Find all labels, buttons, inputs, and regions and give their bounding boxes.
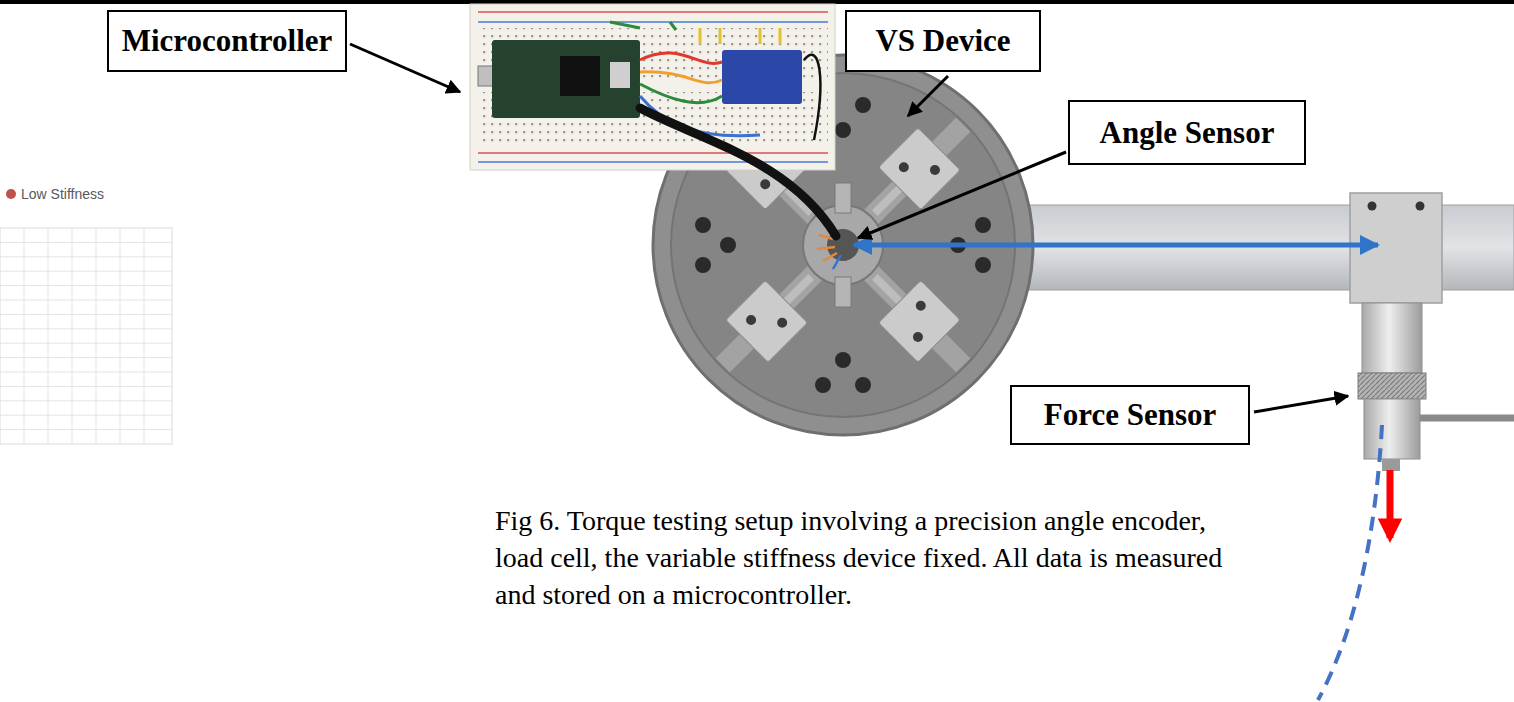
screw: [758, 177, 772, 191]
figure-caption: Fig 6. Torque testing setup involving a …: [495, 502, 1225, 613]
callout-box: Force Sensor: [1010, 385, 1250, 445]
legend-entry: Low Stiffness: [6, 186, 104, 202]
screw: [1416, 202, 1425, 211]
load-cell-knurl: [1358, 373, 1426, 399]
block: [726, 280, 808, 362]
screw: [720, 237, 736, 253]
callout-box: Microcontroller: [107, 10, 347, 72]
screw: [835, 352, 851, 368]
hub-tab: [835, 183, 851, 213]
sensor-cable: [1420, 415, 1514, 422]
screw: [744, 313, 758, 327]
threaded-rod: [1382, 459, 1400, 471]
screw: [928, 163, 942, 177]
screw: [914, 299, 928, 313]
screw: [975, 217, 991, 233]
screw: [1368, 202, 1377, 211]
jumper-wire: [640, 53, 722, 63]
leader-arrow: [858, 152, 1066, 238]
callout-box: VS Device: [845, 10, 1041, 72]
jumper-wire: [640, 84, 722, 103]
leader-arrow: [908, 76, 948, 116]
top-rule: [0, 0, 1514, 4]
load-cell-body: [1364, 399, 1420, 459]
block: [878, 280, 960, 362]
legend-label: Low Stiffness: [21, 186, 104, 202]
microcontroller-board: [492, 40, 640, 118]
power-rail: [478, 152, 828, 154]
screw: [897, 160, 911, 174]
sensor-mount: [1350, 193, 1442, 303]
sensor-cable: [640, 108, 836, 236]
chart-grid: [0, 228, 172, 444]
hub-tab: [835, 277, 851, 307]
chart-legend: Low Stiffness: [6, 186, 104, 202]
callout-label: VS Device: [875, 23, 1010, 59]
screw: [975, 257, 991, 273]
screw: [911, 330, 925, 344]
breadboard: [470, 4, 835, 170]
jumper-wire: [804, 55, 820, 140]
sensor-board: [722, 50, 802, 104]
chip: [560, 56, 600, 96]
lever-arm-arrow: [854, 243, 1378, 248]
legend-swatch: [6, 189, 16, 199]
screw: [695, 217, 711, 233]
jumper-wire: [640, 72, 722, 83]
chart-plot-area: [0, 228, 172, 444]
screw: [855, 377, 871, 393]
leader-arrow: [1254, 396, 1348, 412]
screw: [815, 377, 831, 393]
block: [878, 128, 960, 210]
jumper-wire: [700, 28, 780, 44]
callout-label: Angle Sensor: [1100, 115, 1275, 151]
load-cell-body: [1362, 303, 1422, 373]
screw: [855, 97, 871, 113]
force-arrow: [1387, 470, 1394, 538]
power-rail: [478, 11, 828, 13]
screw: [695, 257, 711, 273]
leader-arrow: [350, 44, 460, 92]
swing-path: [1318, 425, 1382, 700]
callout-box: Angle Sensor: [1068, 100, 1306, 165]
screw: [835, 122, 851, 138]
callout-label: Microcontroller: [122, 23, 333, 59]
sd-slot: [610, 62, 630, 88]
callout-label: Force Sensor: [1044, 397, 1216, 433]
screw: [775, 316, 789, 330]
power-rail: [478, 21, 828, 23]
power-rail: [478, 161, 828, 163]
jumper-wire: [610, 22, 676, 30]
